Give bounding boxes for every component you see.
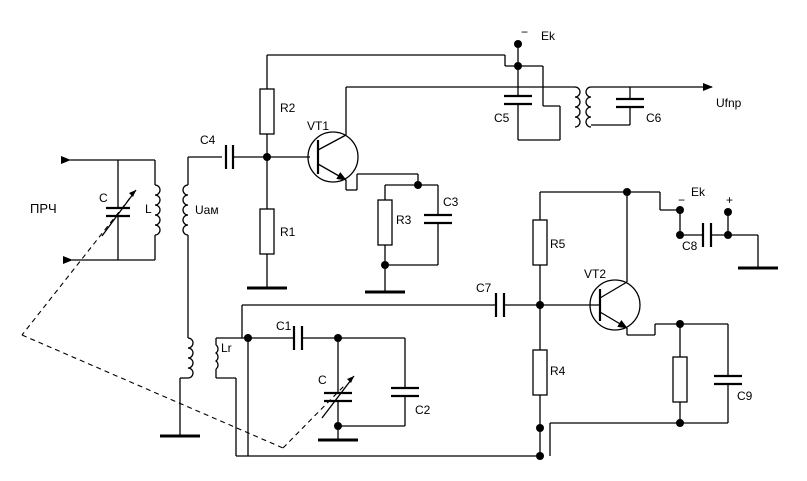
emitter-network-vt1: [365, 181, 452, 294]
oscillator-tank: [248, 326, 419, 442]
label-c5: C5: [494, 111, 510, 125]
label-c3: C3: [443, 195, 459, 209]
label-ufnp: Ufnp: [716, 96, 742, 110]
supply-ek-right: [540, 188, 778, 270]
label-c9: C9: [737, 389, 753, 403]
oscillator-coils-lr: [160, 305, 540, 457]
label-c7: C7: [476, 281, 492, 295]
label-ek-top: Ek: [541, 29, 556, 43]
bias-divider-vt1: [247, 54, 506, 290]
label-c-oscillator: C: [318, 373, 327, 387]
label-ek-right: Ek: [691, 185, 706, 199]
label-minus-right: −: [678, 193, 685, 207]
label-prch: ПРЧ: [30, 201, 57, 216]
coupling-coil-uam: [182, 156, 222, 338]
capacitor-c4: [224, 145, 267, 169]
label-r1: R1: [280, 225, 296, 239]
transistor-vt1: [307, 86, 543, 191]
label-c1: C1: [276, 319, 292, 333]
label-c-preselector: C: [99, 191, 108, 205]
bias-divider-vt2: [532, 192, 600, 460]
preselector-tank: [61, 156, 161, 264]
label-lr: Lr: [221, 341, 232, 355]
label-vt2: VT2: [584, 267, 606, 281]
emitter-network-vt2: [549, 320, 742, 456]
label-l-preselector: L: [145, 202, 152, 216]
label-minus-top: −: [521, 25, 528, 39]
label-r2: R2: [280, 101, 296, 115]
capacitor-c7: [242, 293, 540, 317]
label-vt1: VT1: [307, 119, 329, 133]
label-c6: C6: [646, 111, 662, 125]
label-r5: R5: [550, 237, 566, 251]
label-r3: R3: [396, 213, 412, 227]
label-c4: C4: [200, 133, 216, 147]
if-transformer: [504, 66, 713, 141]
label-r4: R4: [550, 364, 566, 378]
label-plus-right: +: [726, 193, 733, 207]
supply-ek-top: [505, 40, 543, 70]
transistor-vt2: [589, 192, 728, 336]
label-c8: C8: [682, 239, 698, 253]
label-c2: C2: [415, 403, 431, 417]
ganged-tuning-link: [21, 197, 346, 449]
label-uam: Uам: [195, 203, 219, 217]
